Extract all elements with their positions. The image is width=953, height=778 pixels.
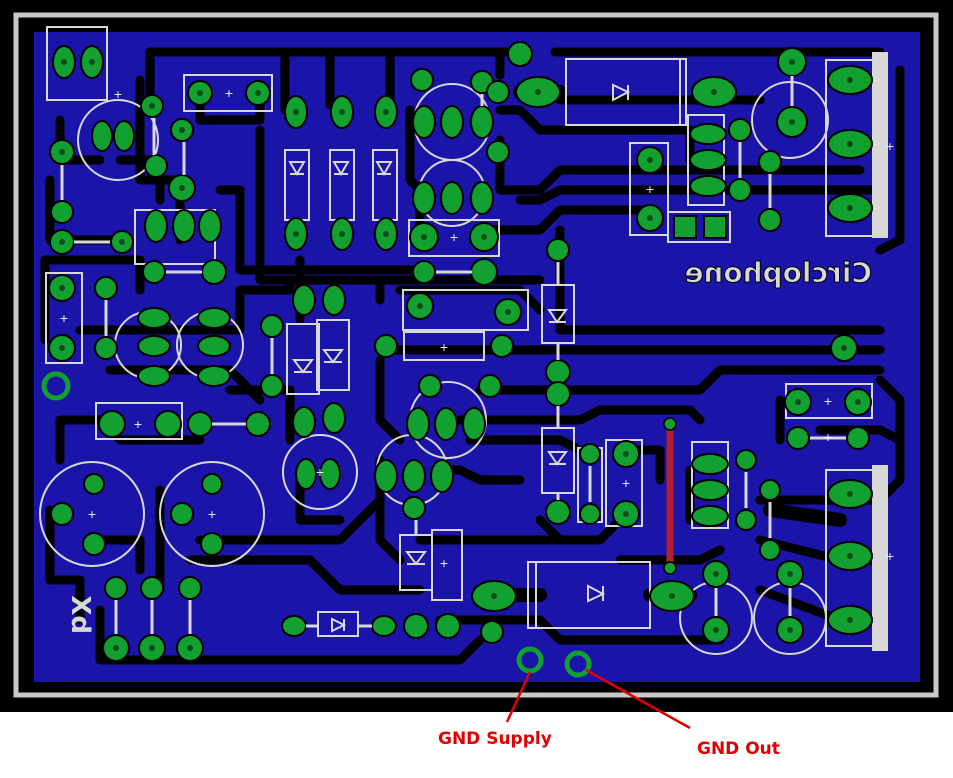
polarity-marks: + + + + + + + + + + + + + + + +: [59, 87, 894, 570]
pads: [41, 41, 873, 678]
svg-text:+: +: [823, 395, 832, 408]
drill-holes: [59, 59, 861, 651]
svg-text:+: +: [885, 550, 894, 563]
regulator-tabs: [872, 52, 888, 651]
svg-text:+: +: [113, 88, 122, 101]
svg-text:+: +: [645, 183, 654, 196]
svg-text:+: +: [885, 140, 894, 153]
svg-text:+: +: [59, 312, 68, 325]
silkscreen-initials: bX: [65, 595, 95, 634]
svg-text:+: +: [133, 418, 142, 431]
trace-clearances: [40, 47, 905, 665]
annotation-gnd-supply: GND Supply: [438, 729, 552, 749]
svg-text:+: +: [315, 466, 324, 479]
svg-text:+: +: [439, 341, 448, 354]
gnd-supply-pad: [516, 646, 544, 674]
svg-text:+: +: [439, 557, 448, 570]
svg-text:+: +: [224, 87, 233, 100]
silkscreen-board-name: Circlophone: [684, 256, 872, 289]
svg-text:+: +: [207, 508, 216, 521]
svg-text:+: +: [449, 231, 458, 244]
annotation-gnd-out: GND Out: [697, 739, 780, 759]
svg-text:+: +: [823, 431, 832, 444]
jumper-wire: [663, 417, 677, 575]
svg-text:+: +: [87, 508, 96, 521]
svg-text:+: +: [621, 477, 630, 490]
annotation-arrows: [505, 668, 691, 730]
component-leads: [60, 76, 846, 634]
gnd-out-pad: [564, 650, 592, 678]
board-outline: [13, 12, 939, 698]
diode-symbols: [288, 83, 631, 633]
